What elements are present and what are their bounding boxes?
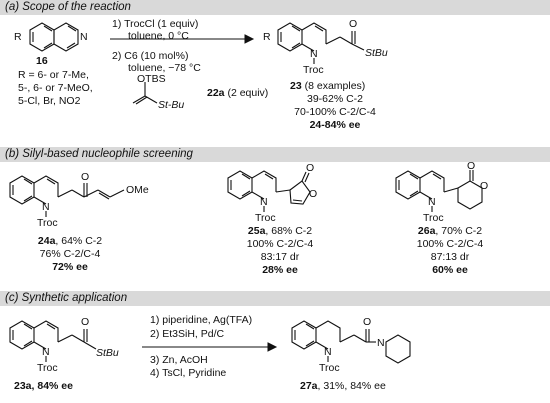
r-group-list-line2: 5-, 6- or 7-MeO, <box>18 82 93 94</box>
product-carbonyl-o: O <box>349 18 358 30</box>
26a-line2: 100% C-2/C-4 <box>416 238 484 250</box>
reagent-otbs-label: OTBS <box>137 73 166 85</box>
25a-carbonyl-o: O <box>306 162 315 174</box>
product-yield-c2: 39-62% C-2 <box>306 93 364 105</box>
product-id: 23 <box>290 80 302 92</box>
product-troc-label: Troc <box>303 64 324 76</box>
product-yield-c2c4: 70-100% C-2/C-4 <box>294 106 376 118</box>
27a-troc: Troc <box>319 362 340 374</box>
23a-troc: Troc <box>37 362 58 374</box>
product-label-23: 23 (8 examples) <box>290 80 365 92</box>
panel-header-b: (b) Silyl-based nucleophile screening <box>0 147 550 162</box>
25a-label: 25a, 68% C-2 <box>225 225 335 237</box>
reagent-label-22a: 22a (2 equiv) <box>207 87 268 99</box>
panel-header-c: (c) Synthetic application <box>0 291 550 306</box>
reagent-id: 22a <box>207 87 225 99</box>
condition-c-step1: 1) piperidine, Ag(TFA) <box>150 314 253 326</box>
panel-header-a: (a) Scope of the reaction <box>0 0 550 15</box>
24a-line1: , 64% C-2 <box>55 235 103 247</box>
23a-label: 23a, 84% ee <box>14 380 73 392</box>
27a-yield: , 31%, 84% ee <box>317 380 386 392</box>
r-substituent-label: R <box>14 31 22 43</box>
26a-troc: Troc <box>423 212 444 224</box>
25a-troc: Troc <box>255 212 276 224</box>
product-r-label: R <box>263 31 271 43</box>
24a-troc: Troc <box>37 217 58 229</box>
23a-id: 23a <box>14 380 32 392</box>
condition-step2: 2) C6 (10 mol%) <box>112 50 189 62</box>
26a-id: 26a <box>417 225 436 237</box>
26a-ring-o: O <box>480 180 489 192</box>
25a-ring-o: O <box>309 188 318 200</box>
26a-label: 26a, 70% C-2 <box>395 225 505 237</box>
reagent-equiv: (2 equiv) <box>224 87 269 99</box>
27a-piperidine-n: N <box>377 337 385 349</box>
26a-carbonyl-o: O <box>467 160 476 172</box>
25a-ee: 28% ee <box>262 264 298 276</box>
product-nitrogen-label: N <box>310 48 318 60</box>
product-ee: 24-84% ee <box>309 119 361 131</box>
condition-step1-solvent: toluene, 0 °C <box>128 30 189 42</box>
23a-carbonyl-o: O <box>81 316 90 328</box>
26a-ee: 60% ee <box>432 264 468 276</box>
24a-nitrogen: N <box>42 201 50 213</box>
r-group-list-line1: R = 6- or 7-Me, <box>18 69 89 81</box>
condition-c-step3: 3) Zn, AcOH <box>150 354 208 366</box>
23a-stbu: StBu <box>96 347 119 359</box>
product-examples: (8 examples) <box>301 80 366 92</box>
23a-nitrogen: N <box>42 346 50 358</box>
reagent-stbu-label: St-Bu <box>158 99 185 111</box>
27a-carbonyl-o: O <box>363 316 372 328</box>
27a-nitrogen: N <box>324 346 332 358</box>
25a-dr: 83:17 dr <box>260 251 300 263</box>
27a-label: 27a, 31%, 84% ee <box>300 380 386 392</box>
25a-line1: , 68% C-2 <box>265 225 313 237</box>
compound-number-16: 16 <box>36 55 48 67</box>
26a-nitrogen: N <box>428 196 436 208</box>
25a-id: 25a <box>247 225 266 237</box>
26a-dr: 87:13 dr <box>430 251 470 263</box>
25a-line2: 100% C-2/C-4 <box>246 238 314 250</box>
condition-step1: 1) TrocCl (1 equiv) <box>112 18 199 30</box>
24a-ome: OMe <box>126 184 149 196</box>
24a-carbonyl-o: O <box>81 171 90 183</box>
product-stbu-label: StBu <box>365 47 388 59</box>
24a-ee: 72% ee <box>52 261 88 273</box>
26a-line1: , 70% C-2 <box>435 225 483 237</box>
nitrogen-label: N <box>80 31 88 43</box>
23a-ee: , 84% ee <box>31 380 73 392</box>
24a-label: 24a, 64% C-2 <box>15 235 125 247</box>
25a-nitrogen: N <box>260 196 268 208</box>
24a-line2: 76% C-2/C-4 <box>39 248 101 260</box>
27a-id: 27a <box>300 380 318 392</box>
condition-c-step2: 2) Et3SiH, Pd/C <box>150 328 225 340</box>
r-group-list-line3: 5-Cl, Br, NO2 <box>18 95 81 107</box>
24a-id: 24a <box>37 235 56 247</box>
condition-c-step4: 4) TsCl, Pyridine <box>150 367 227 379</box>
condition-step2-solvent: toluene, −78 °C <box>128 62 201 74</box>
